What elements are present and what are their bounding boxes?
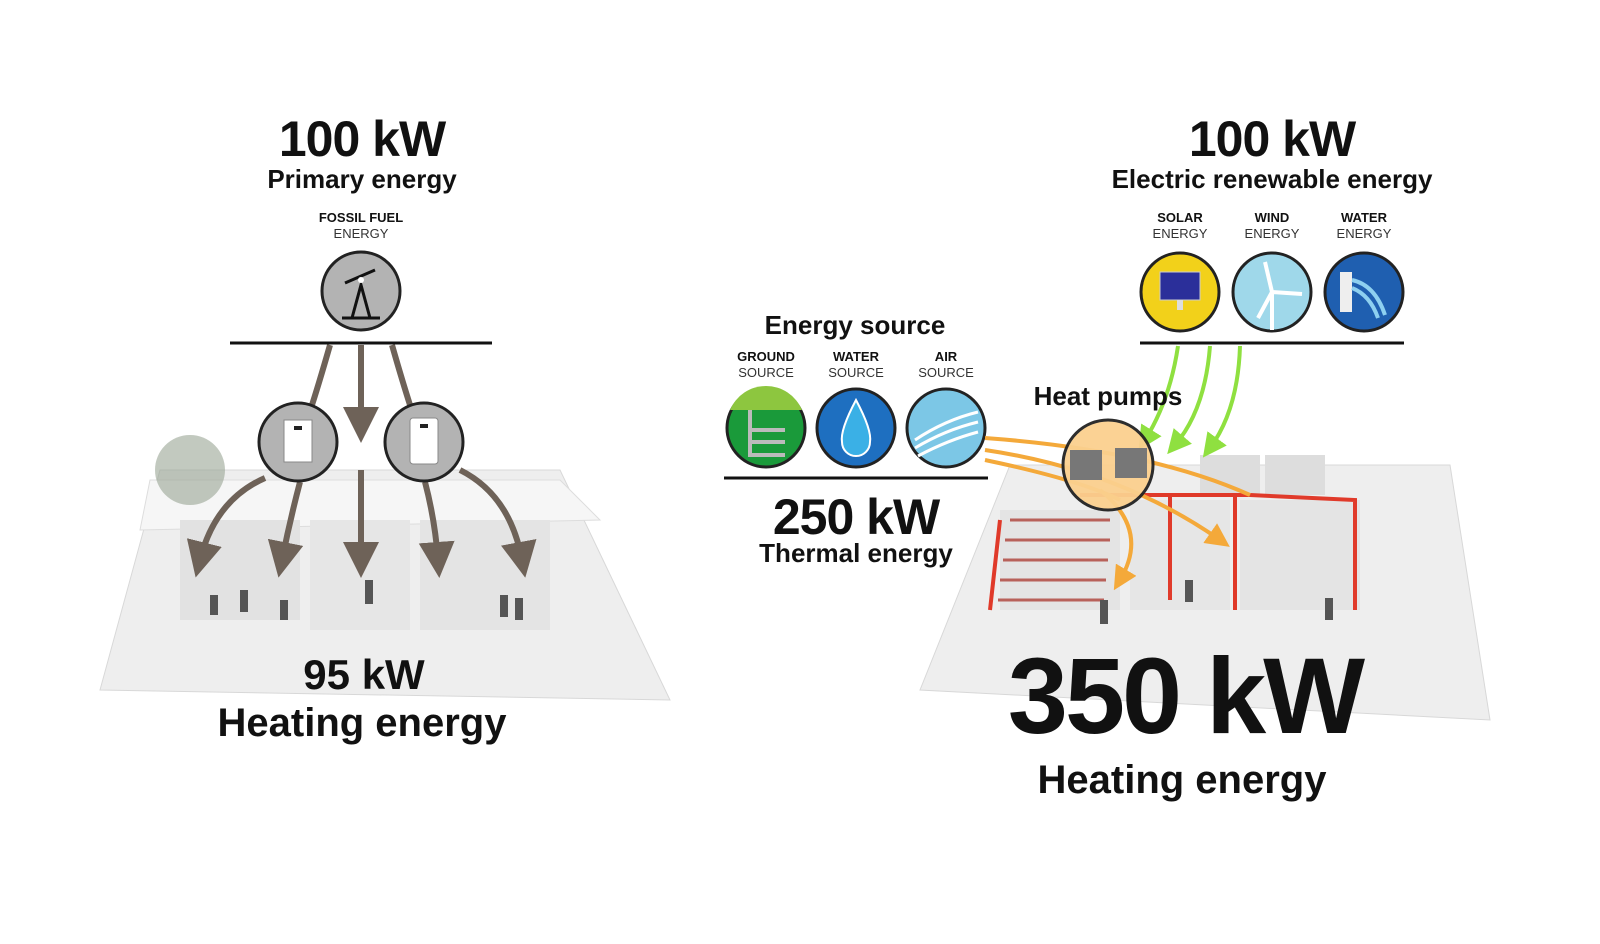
ground-source-label: GROUND	[737, 349, 795, 364]
solar-label: SOLAR	[1157, 210, 1203, 225]
air-waves-icon	[905, 387, 987, 469]
left-heating-value: 95 kW	[303, 651, 425, 698]
wind-turbine-icon	[1231, 251, 1313, 333]
renewable-flow-arrows	[1138, 345, 1242, 458]
water-source-sublabel: SOURCE	[828, 365, 884, 380]
water-energy-label: WATER	[1341, 210, 1387, 225]
wind-label: WIND	[1254, 210, 1290, 225]
solar-sublabel: ENERGY	[1152, 226, 1208, 241]
fossil-fuel-label: FOSSIL FUEL	[318, 210, 404, 225]
thermal-energy-value: 250 kW	[772, 489, 940, 545]
right-heating-value: 350 kW	[1007, 635, 1365, 756]
energy-source-title: Energy source	[764, 310, 946, 340]
tree	[155, 435, 225, 505]
water-drop-icon	[815, 387, 897, 469]
oil-pump-icon	[320, 250, 402, 332]
water-source-label: WATER	[833, 349, 879, 364]
left-heating-label: Heating energy	[217, 701, 507, 745]
thermal-energy-label: Thermal energy	[759, 538, 953, 568]
primary-energy-label: Primary energy	[267, 164, 457, 194]
wind-sublabel: ENERGY	[1244, 226, 1300, 241]
right-office-building-illustration	[919, 455, 1491, 721]
gas-boiler-icon	[257, 401, 339, 483]
renewable-energy-label: Electric renewable energy	[1111, 164, 1433, 194]
fossil-fuel-sublabel: ENERGY	[333, 226, 389, 241]
solar-panel-icon	[1139, 251, 1221, 333]
air-source-sublabel: SOURCE	[918, 365, 974, 380]
renewable-energy-value: 100 kW	[1188, 111, 1356, 167]
heat-pumps-label: Heat pumps	[1033, 381, 1183, 411]
water-heater-icon	[383, 401, 465, 483]
hydro-dam-icon	[1323, 251, 1405, 333]
right-heating-label: Heating energy	[1037, 758, 1327, 802]
heat-pump-icon	[1061, 418, 1155, 512]
heating-pipes	[988, 493, 1357, 611]
ground-loop-icon	[725, 386, 807, 469]
fossil-flow-arrows	[186, 344, 537, 578]
water-energy-sublabel: ENERGY	[1336, 226, 1392, 241]
air-source-label: AIR	[934, 349, 958, 364]
primary-energy-value: 100 kW	[278, 111, 446, 167]
ground-source-sublabel: SOURCE	[738, 365, 794, 380]
